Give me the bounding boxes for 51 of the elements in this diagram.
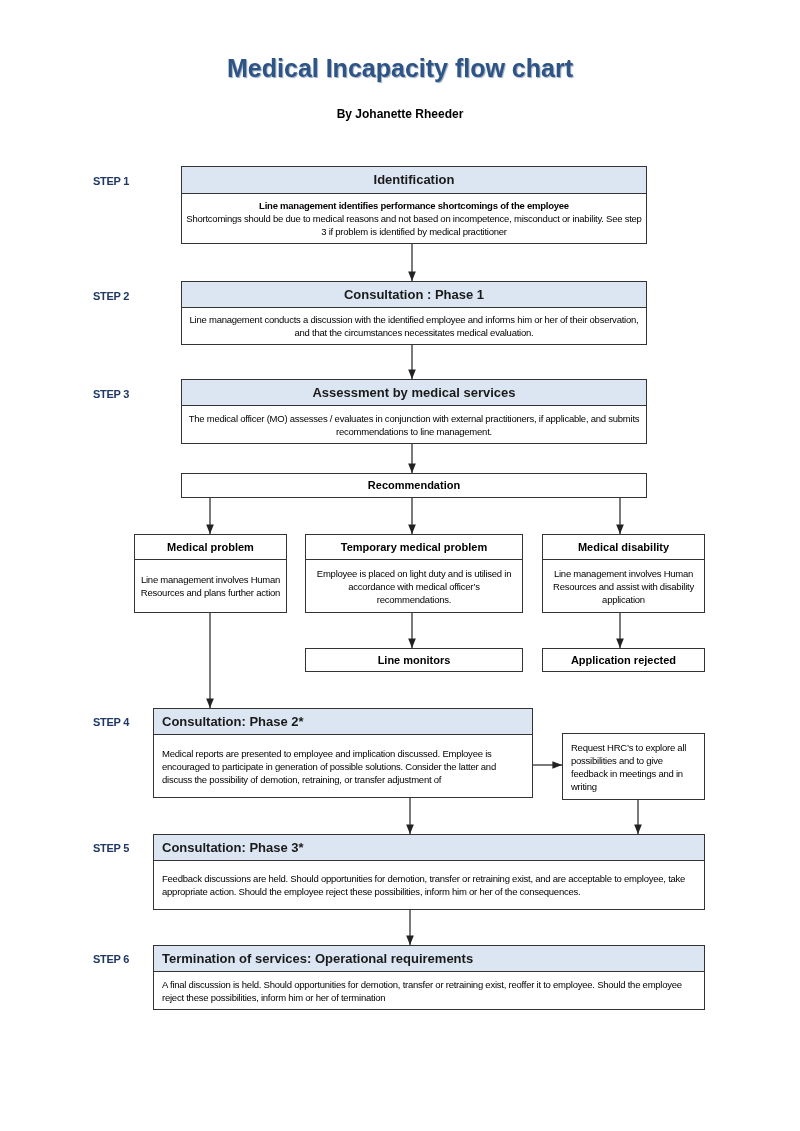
author-line: By Johanette Rheeder bbox=[335, 106, 465, 123]
box-text: Line management conducts a discussion with the identified employee and informs him or her of their observation, and that the circumstances necessitates medical evaluation. bbox=[188, 313, 640, 339]
arrow bbox=[406, 909, 414, 946]
step-box bbox=[153, 945, 705, 1010]
box-text: Line management involves Human Resources and assist with disability application bbox=[552, 566, 695, 606]
box-text: Request HRC’s to explore all possibilities and to give feedback in meetings and in writing bbox=[570, 740, 688, 793]
box-text: Employee is placed on light duty and is utilised in accordance with medical officer’s recommendations. bbox=[315, 566, 513, 606]
process-box bbox=[542, 534, 705, 613]
box-text: Medical reports are presented to employee and implication discussed. Employee is encouraged to participate in generation of possible solutions. Consider the latter and discuss the possibility of demotion, retraining, or transfer adjustment of bbox=[161, 746, 497, 786]
step-box bbox=[181, 379, 647, 444]
step-box bbox=[181, 166, 647, 244]
process-box bbox=[181, 473, 647, 498]
title: Medical Incapacity flow chart bbox=[226, 53, 574, 84]
process-box bbox=[134, 534, 287, 613]
step-label: STEP 1 bbox=[93, 174, 130, 189]
box-text: Feedback discussions are held. Should opportunities for demotion, transfer or retraining exist, and are acceptable to employee, take appropriate action. Should the employee reject these possibilities, inform him or her of the consequences. bbox=[161, 872, 687, 898]
box-text: Line management involves Human Resources and plans further action bbox=[139, 573, 282, 599]
arrow bbox=[406, 797, 414, 835]
box-heading: Medical problem bbox=[166, 539, 255, 555]
step-label: STEP 5 bbox=[93, 841, 130, 856]
box-heading: Temporary medical problem bbox=[339, 539, 489, 555]
box-text: Line management identifies performance shortcomings of the employee bbox=[258, 199, 570, 212]
step-label: STEP 4 bbox=[93, 715, 130, 730]
arrow bbox=[532, 761, 563, 769]
process-box bbox=[542, 648, 705, 672]
arrow bbox=[408, 344, 416, 380]
arrow bbox=[408, 612, 416, 649]
process-box bbox=[562, 733, 705, 800]
arrow bbox=[206, 497, 214, 535]
step-label: STEP 2 bbox=[93, 289, 130, 304]
arrow bbox=[206, 612, 214, 709]
box-text: The medical officer (MO) assesses / evaluates in conjunction with external practitioners, if applicable, and submits recommendations to line management. bbox=[187, 411, 641, 438]
step-box bbox=[153, 708, 533, 798]
box-heading: Recommendation bbox=[366, 478, 462, 494]
arrow bbox=[616, 612, 624, 649]
box-text: Shortcomings should be due to medical reasons and not based on incompetence, misconduct or inability. See step 3 if problem is identified by medical practitioner bbox=[185, 212, 643, 238]
arrow bbox=[634, 799, 642, 835]
box-heading: Line monitors bbox=[376, 652, 452, 668]
arrow bbox=[408, 443, 416, 474]
box-heading: Application rejected bbox=[569, 652, 678, 668]
process-box bbox=[305, 534, 523, 613]
box-heading: Medical disability bbox=[576, 539, 671, 555]
step-box bbox=[153, 834, 705, 910]
box-text: A final discussion is held. Should opportunities for demotion, transfer or retraining exist, reoffer it to employee. Should the employee reject these possibilities, inform him or her of termination bbox=[161, 977, 683, 1004]
arrow bbox=[616, 497, 624, 535]
process-box bbox=[305, 648, 523, 672]
arrow bbox=[408, 497, 416, 535]
step-label: STEP 3 bbox=[93, 387, 130, 402]
step-box bbox=[181, 281, 647, 345]
step-label: STEP 6 bbox=[93, 952, 130, 967]
arrow bbox=[408, 243, 416, 282]
